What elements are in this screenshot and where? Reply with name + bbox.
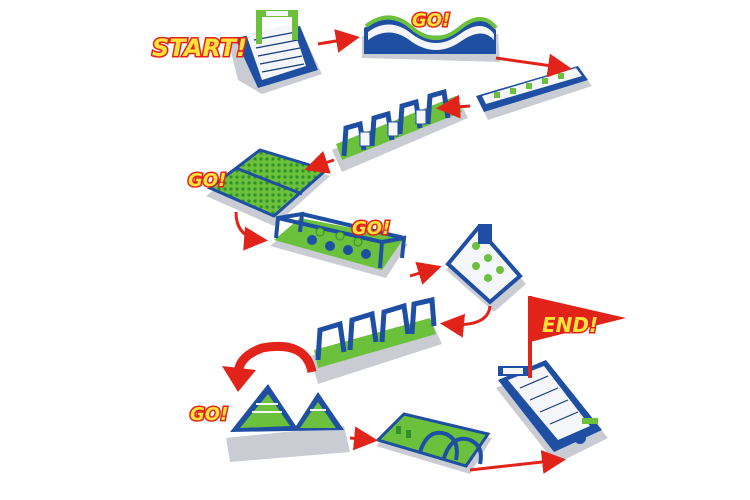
end-flag: [528, 296, 626, 378]
start-label: START!: [152, 34, 247, 62]
go-label-3: GO!: [352, 218, 390, 239]
go-label-4: GO!: [190, 404, 228, 425]
go-label-2: GO!: [188, 170, 226, 191]
arrow-2: [495, 53, 572, 78]
station-pillar-run: [445, 224, 526, 312]
arrow-1: [317, 29, 360, 53]
station-long-tunnel: [476, 66, 592, 120]
station-end-slide: [496, 360, 608, 464]
station-ball-pit-frame: [270, 211, 408, 278]
arrow-3: [436, 94, 471, 119]
arrow-10: [469, 450, 566, 474]
station-bump-mat: [206, 148, 330, 226]
end-label: END!: [542, 313, 598, 337]
arrow-4: [304, 150, 335, 174]
station-hurdle-tunnel: [332, 88, 468, 172]
route-arrows: [234, 29, 572, 474]
station-crawl-tube: [375, 412, 492, 474]
station-wave-hill: [362, 15, 500, 62]
station-arch-tunnel: [310, 296, 442, 384]
station-start-slide: [228, 10, 322, 94]
arrow-7: [440, 305, 492, 338]
go-label-1: GO!: [412, 10, 450, 31]
arrow-9: [349, 426, 378, 451]
station-double-climb: [226, 384, 350, 462]
big-curve-arrow: [222, 341, 317, 392]
arrow-5: [234, 211, 268, 251]
arrow-6: [409, 261, 442, 285]
